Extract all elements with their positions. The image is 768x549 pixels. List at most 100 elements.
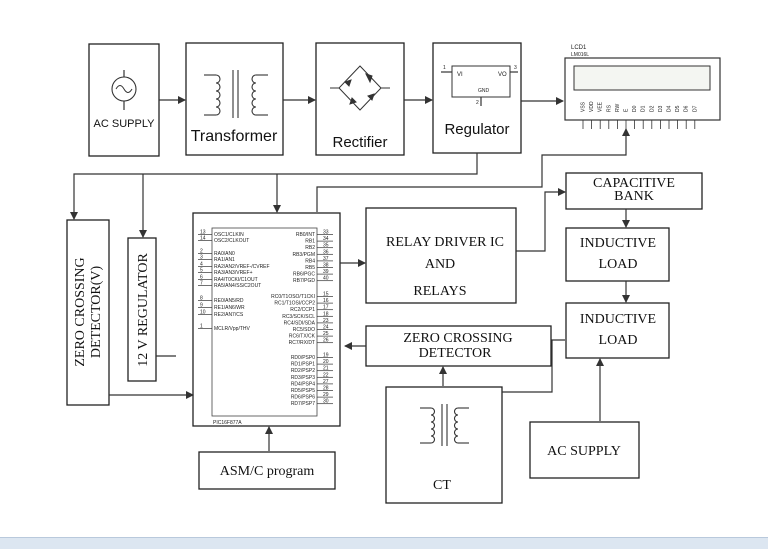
mcu-left-pin-name: RE1/AN6/WR <box>214 305 245 311</box>
regulator-pin-num-2: 2 <box>476 100 479 106</box>
regulator-label: Regulator <box>444 121 509 138</box>
current-transformer-block: CT <box>385 386 503 504</box>
mcu-portb-pin-number: 35 <box>323 243 329 249</box>
lcd-pin-label: VDD <box>589 101 595 112</box>
mcu-portd-pin-name: RD4/PSP4 <box>291 381 315 387</box>
microcontroller: U1 13OSC1/CLKIN14OSC2/CLKOUT2RA0/AN03RA1… <box>192 212 341 427</box>
lcd-pin-label: D3 <box>658 105 664 112</box>
zcd-right-label-1: ZERO CROSSING <box>403 331 512 346</box>
status-strip <box>0 537 768 549</box>
mcu-portb-pin-name: RB0/INT <box>296 232 315 238</box>
mcu-portc-pin-number: 23 <box>323 318 329 324</box>
capacitive-bank-block: CAPACITIVE BANK <box>565 172 703 210</box>
mcu-portc-pin-name: RC0/T1OSO/T1CKI <box>271 294 315 300</box>
mcu-portc-pin-number: 24 <box>323 325 329 331</box>
lcd-screen <box>573 65 711 91</box>
ct-label: CT <box>433 478 451 493</box>
mcu-portd-pin-name: RD0/PSP0 <box>291 355 315 361</box>
mcu-left-pin-number: 14 <box>200 236 206 242</box>
mcu-portd-pin-name: RD3/PSP3 <box>291 375 315 381</box>
lcd-pin-label: D1 <box>641 105 647 112</box>
mcu-portc-pin-name: RC6/TX/CK <box>289 334 316 340</box>
lcd-pin-label: D2 <box>649 105 655 112</box>
bridge-rectifier-icon <box>330 65 390 111</box>
lcd-pin-label: RW <box>615 103 621 112</box>
mcu-portb-pin-name: RB3/PGM <box>292 252 315 258</box>
mcu-left-pin-number: 5 <box>200 268 203 274</box>
inductive-load-1-label-1: INDUCTIVE <box>580 236 656 251</box>
ac-supply-bottom-label: AC SUPPLY <box>547 444 621 459</box>
lcd-pin-label: E <box>624 108 630 112</box>
mcu-portb-pin-name: RB2 <box>305 245 315 251</box>
relay-driver-label-1: RELAY DRIVER IC <box>386 235 504 250</box>
mcu-left-pin-number: 10 <box>200 310 206 316</box>
mcu-left-pin-name: RA4/T0CKI/C1OUT <box>214 277 258 283</box>
mcu-portc-pin-name: RC7/RX/DT <box>289 340 315 346</box>
mcu-left-pin-number: 4 <box>200 262 203 268</box>
zcd-left-label-2: DETECTOR(V) <box>89 266 104 359</box>
regulator-block: VI VO GND 1 3 2 Regulator <box>432 42 522 154</box>
asm-program-label: ASM/C program <box>220 464 315 479</box>
regulator-pin-vo: VO <box>498 72 507 78</box>
mcu-portc-pin-number: 15 <box>323 292 329 298</box>
inductive-load-1-block: INDUCTIVE LOAD <box>565 227 670 282</box>
inductive-load-2-label-1: INDUCTIVE <box>580 312 656 327</box>
mcu-portb-pin-name: RB6/PGC <box>293 272 315 278</box>
twelve-volt-regulator-block: 12 V REGULATOR <box>127 237 157 382</box>
mcu-portd-pin-number: 30 <box>323 399 329 405</box>
inductive-load-1-label-2: LOAD <box>599 257 638 272</box>
mcu-portb-pin-name: RB7/PGD <box>293 278 315 284</box>
mcu-portc-pin-name: RC1/T1OSI/CCP2 <box>274 301 315 307</box>
ac-supply-top-label: AC SUPPLY <box>94 118 156 130</box>
mcu-left-pin-number: 7 <box>200 281 203 287</box>
relay-driver-label-2: AND <box>425 257 455 272</box>
connections <box>70 96 630 451</box>
asm-program-block: ASM/C program <box>198 451 336 490</box>
rectifier-label: Rectifier <box>332 134 387 151</box>
mcu-portb-pin-name: RB4 <box>305 258 315 264</box>
mcu-chip-outline <box>211 227 318 417</box>
mcu-portd-pin-number: 21 <box>323 366 329 372</box>
relay-driver-label-3: RELAYS <box>413 284 466 299</box>
zero-crossing-detector-left-block: ZERO CROSSING DETECTOR(V) <box>66 219 110 406</box>
mcu-left-pin-number: 1 <box>200 324 203 330</box>
lcd-part-label: LM016L <box>571 52 589 58</box>
capacitive-bank-label-2: BANK <box>614 189 654 204</box>
mcu-left-pin-name: RA3/AN3/VREF+ <box>214 270 253 276</box>
mcu-portd-pin-number: 29 <box>323 392 329 398</box>
capacitive-bank-label-1: CAPACITIVE <box>593 176 675 191</box>
mcu-portd-pin-number: 19 <box>323 353 329 359</box>
mcu-portc-pin-name: RC5/SDO <box>293 327 315 333</box>
rectifier-block: Rectifier <box>315 42 405 156</box>
lcd-pin-label: D6 <box>684 105 690 112</box>
mcu-portd-pin-number: 20 <box>323 359 329 365</box>
mcu-portc-pin-name: RC3/SCK/SCL <box>282 314 315 320</box>
mcu-portd-pin-name: RD2/PSP2 <box>291 368 315 374</box>
mcu-left-pin-name: RA0/AN0 <box>214 251 235 257</box>
mcu-portd-pin-name: RD5/PSP5 <box>291 388 315 394</box>
inductive-load-2-label-2: LOAD <box>599 333 638 348</box>
mcu-left-pin-number: 2 <box>200 249 203 255</box>
zero-crossing-detector-right-block: ZERO CROSSING DETECTOR <box>365 325 552 367</box>
mcu-portc-pin-number: 17 <box>323 305 329 311</box>
ac-supply-top-block: AC SUPPLY <box>88 43 160 157</box>
regulator-pin-num-1: 1 <box>443 65 446 71</box>
v12-regulator-label: 12 V REGULATOR <box>136 253 151 367</box>
mcu-portd-pin-number: 27 <box>323 379 329 385</box>
mcu-portd-pin-number: 28 <box>323 386 329 392</box>
mcu-portc-pin-name: RC4/SDI/SDA <box>284 320 316 326</box>
lcd-ref-label: LCD1 <box>571 45 587 51</box>
ac-supply-bottom-block: AC SUPPLY <box>529 421 640 479</box>
lcd-pin-label: VSS <box>581 101 587 112</box>
mcu-portb-pin-name: RB5 <box>305 265 315 271</box>
lcd-pin-label: VEE <box>598 101 604 112</box>
mcu-portc-pin-number: 16 <box>323 298 329 304</box>
mcu-part-label: PIC16F877A <box>213 420 242 426</box>
mcu-left-pin-name: OSC2/CLKOUT <box>214 238 249 244</box>
mcu-portc-pin-name: RC2/CCP1 <box>290 307 315 313</box>
mcu-portc-pin-number: 18 <box>323 311 329 317</box>
mcu-portb-pin-number: 40 <box>323 276 329 282</box>
lcd-pin-label: RS <box>606 104 612 112</box>
